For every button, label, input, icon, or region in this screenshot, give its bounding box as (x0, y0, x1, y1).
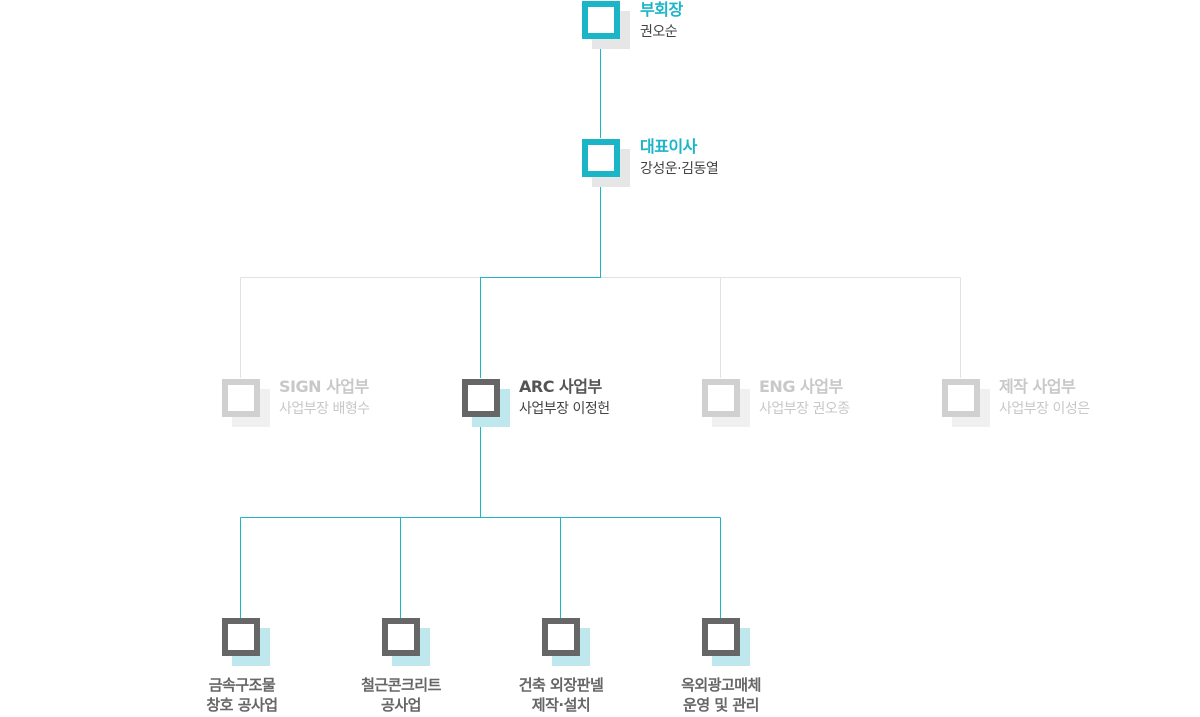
division-title: 제작 사업부 (999, 377, 1076, 396)
team-label: 건축 외장판넬 제작·설치 (491, 675, 631, 715)
division-title: ARC 사업부 (519, 377, 602, 396)
sign-division-label: SIGN 사업부 사업부장 배형수 (279, 377, 370, 419)
eng-division-label: ENG 사업부 사업부장 권오종 (759, 377, 850, 419)
team-label-line1: 옥외광고매체 (681, 676, 761, 694)
vice-chairman-label: 부회장 권오순 (640, 0, 683, 42)
team-label-line1: 철근콘크리트 (361, 676, 441, 694)
arc-division-label: ARC 사업부 사업부장 이정헌 (519, 377, 610, 419)
ceo-name: 강성운·김동열 (640, 161, 719, 177)
team-label: 옥외광고매체 운영 및 관리 (651, 675, 791, 715)
vice-chairman-title: 부회장 (640, 0, 683, 19)
team-label: 금속구조물 창호 공사업 (172, 675, 312, 715)
team-label: 철근콘크리트 공사업 (331, 675, 471, 715)
team-label-line2: 제작·설치 (531, 696, 591, 714)
team-label-line2: 창호 공사업 (206, 696, 278, 714)
ceo-to-arc-line (480, 176, 601, 378)
division-title: SIGN 사업부 (279, 377, 369, 396)
division-head: 사업부장 이정헌 (519, 401, 610, 417)
ceo-title: 대표이사 (640, 137, 697, 156)
team-label-line2: 운영 및 관리 (683, 696, 759, 714)
division-head: 사업부장 이성은 (999, 401, 1090, 417)
production-division-label: 제작 사업부 사업부장 이성은 (999, 377, 1090, 419)
division-title: ENG 사업부 (759, 377, 843, 396)
team-label-line1: 건축 외장판넬 (518, 676, 604, 694)
division-head: 사업부장 배형수 (279, 401, 370, 417)
team-label-line2: 공사업 (381, 696, 421, 714)
ceo-label: 대표이사 강성운·김동열 (640, 137, 719, 179)
vice-chairman-name: 권오순 (640, 24, 678, 40)
division-head: 사업부장 권오종 (759, 401, 850, 417)
team-label-line1: 금속구조물 (208, 676, 276, 694)
